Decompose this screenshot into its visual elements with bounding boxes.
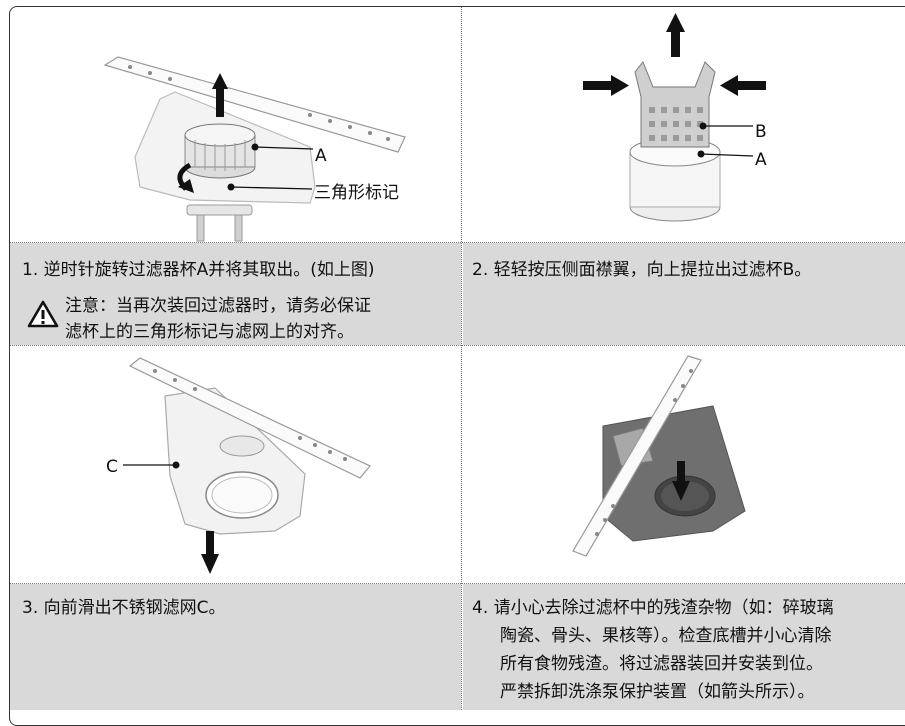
spray-arm — [572, 355, 702, 557]
step2-illustration: B A — [583, 13, 767, 222]
step4-line2: 陶瓷、骨头、果核等）。检查底槽并小心清除 — [500, 626, 832, 646]
up-arrow-icon — [671, 29, 680, 57]
label-a: A — [315, 146, 327, 166]
step4-line1: 4. 请小心去除过滤杯中的残渣杂物（如：碎玻璃 — [472, 598, 834, 618]
step2-text: 2. 轻轻按压侧面襟翼，向上提拉出过滤杯B。 — [472, 260, 812, 280]
spray-arm — [128, 357, 371, 479]
step4-illustration — [572, 355, 746, 557]
filter-cup-b — [634, 61, 716, 148]
row-divider-3 — [10, 583, 905, 584]
column-divider — [461, 7, 462, 710]
filter-stand-top — [186, 204, 253, 216]
label-c: C — [106, 457, 118, 477]
step1-text: 1. 逆时针旋转过滤器杯A并将其取出。(如上图) — [22, 260, 375, 280]
step4-line4: 严禁拆卸洗涤泵保护装置（如箭头所示）。 — [500, 682, 815, 702]
down-arrow-icon — [677, 461, 685, 483]
step3-band — [10, 584, 461, 710]
step3-illustration: C — [106, 357, 371, 574]
down-arrow-icon — [206, 531, 214, 556]
step1-band — [10, 243, 461, 345]
label-a: A — [755, 150, 767, 170]
step2-band — [463, 243, 905, 345]
row-divider-2 — [10, 345, 905, 346]
step3-text: 3. 向前滑出不锈钢滤网C。 — [22, 598, 226, 618]
spray-arm — [103, 56, 406, 153]
label-triangle-mark: 三角形标记 — [314, 183, 399, 203]
press-right-arrow-icon — [583, 81, 613, 90]
step1-note-line1: 注意：当再次装回过滤器时，请务必保证 — [65, 296, 371, 316]
step1-note-line2: 滤杯上的三角形标记与滤网上的对齐。 — [65, 322, 354, 342]
step4-band — [463, 584, 905, 710]
row-divider-1 — [10, 242, 905, 243]
label-b: B — [755, 122, 767, 142]
warning-triangle-icon — [27, 300, 59, 328]
press-left-arrow-icon — [736, 81, 766, 90]
filter-cup-a — [184, 123, 256, 147]
step1-illustration: A 三角形标记 — [103, 56, 406, 242]
step4-line3: 所有食物残渣。将过滤器装回并安装到位。 — [500, 654, 823, 674]
up-arrow-icon — [216, 87, 224, 117]
